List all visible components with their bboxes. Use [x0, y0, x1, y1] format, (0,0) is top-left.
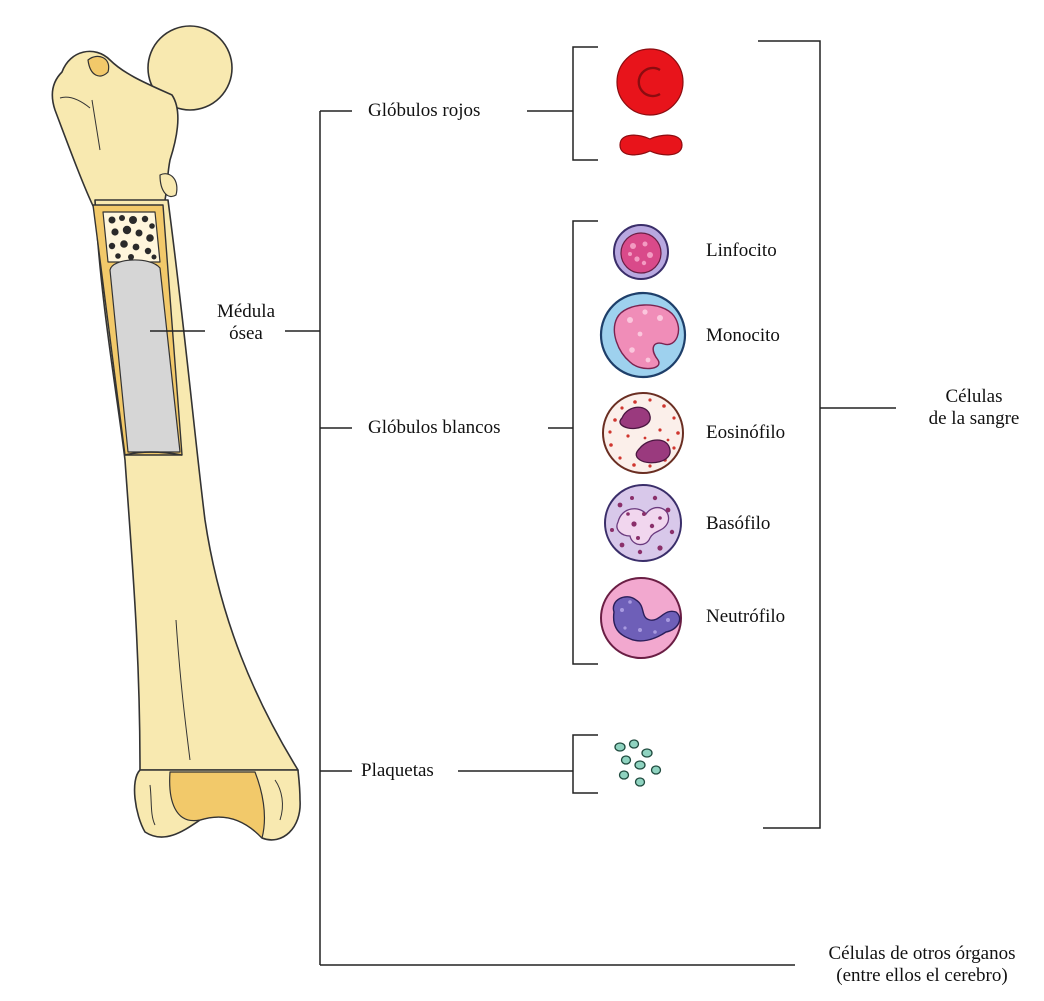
neutrophil-cell — [601, 578, 681, 658]
blood-cells-label-line-1: Células — [904, 386, 1044, 408]
other-organs-label-line-2: (entre ellos el cerebro) — [800, 965, 1044, 987]
marrow-label: Médula ósea — [206, 301, 286, 345]
monocyte-cell — [601, 293, 685, 377]
blood-cells-label: Células de la sangre — [904, 386, 1044, 430]
lymphocyte-label: Linfocito — [706, 240, 777, 262]
lymphocyte-cell — [614, 225, 668, 279]
marrow-label-line-2: ósea — [206, 323, 286, 345]
platelets-label: Plaquetas — [361, 760, 434, 782]
eosinophil-cell — [603, 393, 683, 473]
basophil-cell — [605, 485, 681, 561]
blood-cells-label-line-2: de la sangre — [904, 408, 1044, 430]
other-organs-label: Células de otros órganos (entre ellos el… — [800, 943, 1044, 987]
other-organs-label-line-1: Células de otros órganos — [800, 943, 1044, 965]
red-cells-label: Glóbulos rojos — [368, 100, 480, 122]
red-cell-side-view — [620, 135, 682, 155]
monocyte-label: Monocito — [706, 325, 780, 347]
white-cells-label: Glóbulos blancos — [368, 417, 500, 439]
marrow-label-line-1: Médula — [206, 301, 286, 323]
eosinophil-label: Eosinófilo — [706, 422, 785, 444]
neutrophil-label: Neutrófilo — [706, 606, 785, 628]
red-cell-front-view — [617, 49, 683, 115]
basophil-label: Basófilo — [706, 513, 770, 535]
femur-bone — [52, 26, 300, 840]
platelets-cluster — [615, 740, 661, 786]
red-blood-cells — [617, 49, 683, 155]
